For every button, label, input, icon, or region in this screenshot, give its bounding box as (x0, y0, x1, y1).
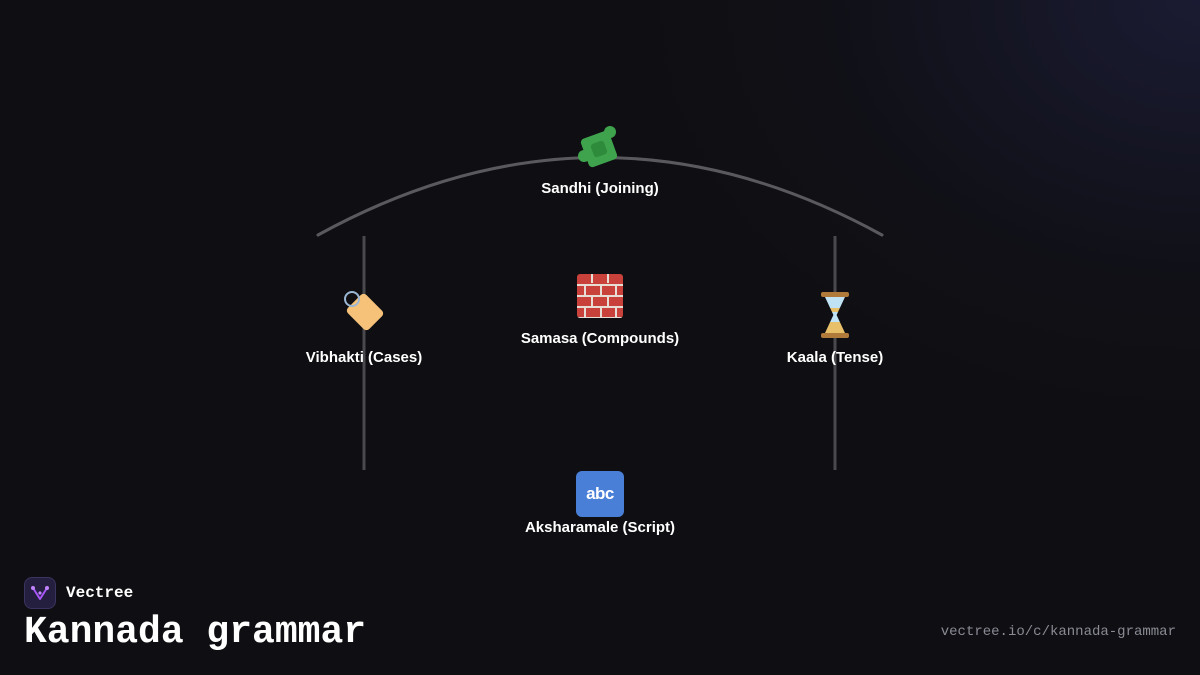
node-samasa: Samasa (Compounds) (480, 270, 720, 347)
node-label-kaala: Kaala (Tense) (786, 349, 884, 366)
puzzle-piece-icon (480, 120, 720, 172)
brand-lockup: Vectree (24, 577, 133, 609)
node-label-vibhakti: Vibhakti (Cases) (305, 349, 423, 366)
brand-name: Vectree (66, 584, 134, 602)
bricks-icon (480, 270, 720, 322)
node-label-aksharamale: Aksharamale (Script) (524, 519, 676, 536)
node-aksharamale: abc Aksharamale (Script) (480, 459, 720, 536)
vectree-logo-icon (24, 577, 56, 609)
page-title: Kannada grammar (24, 611, 367, 654)
node-vibhakti: Vibhakti (Cases) (244, 289, 484, 366)
page-url[interactable]: vectree.io/c/kannada-grammar (940, 624, 1176, 640)
node-sandhi: Sandhi (Joining) (480, 120, 720, 197)
abc-letters-icon: abc (480, 459, 720, 517)
node-label-samasa: Samasa (Compounds) (520, 330, 680, 347)
node-label-sandhi: Sandhi (Joining) (541, 180, 659, 197)
node-kaala: Kaala (Tense) (715, 289, 955, 366)
hourglass-icon (715, 289, 955, 341)
label-tag-icon (244, 289, 484, 341)
